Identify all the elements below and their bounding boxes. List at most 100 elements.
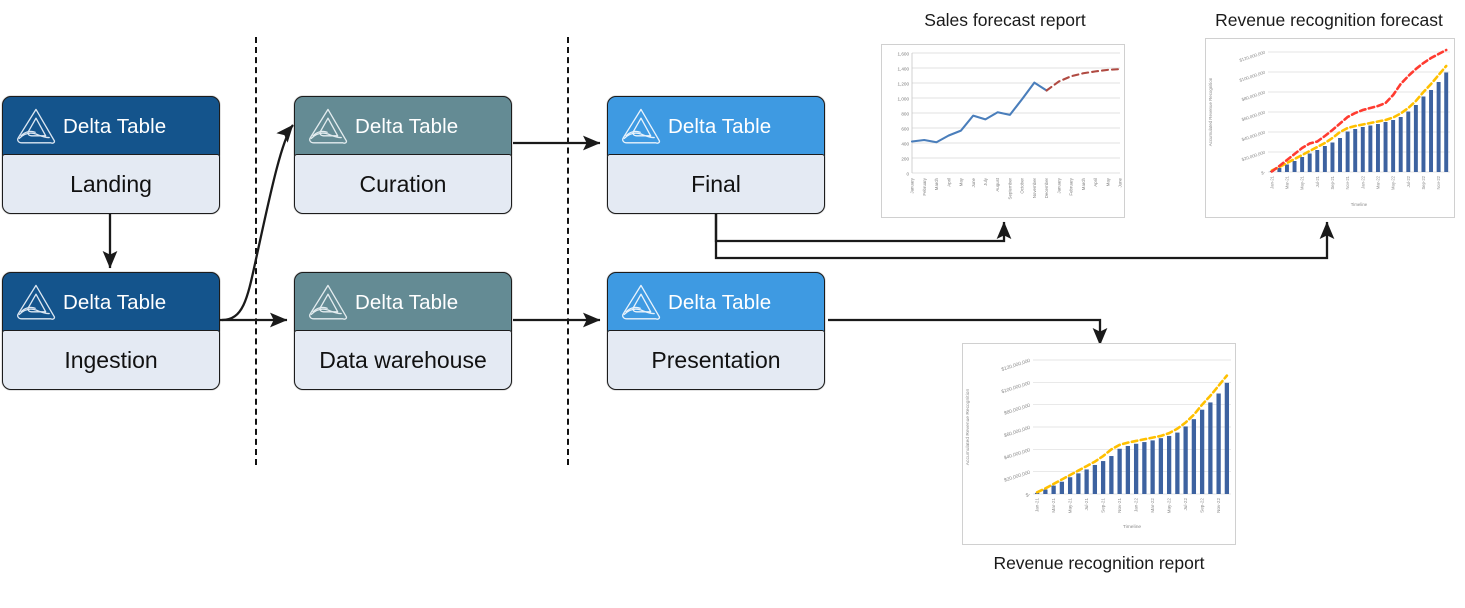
sales-forecast-title: Sales forecast report xyxy=(924,10,1086,30)
svg-text:January: January xyxy=(1056,177,1061,193)
delta-lake-logo-icon xyxy=(17,284,56,320)
svg-text:Mar-21: Mar-21 xyxy=(1284,175,1289,189)
divider-1 xyxy=(255,37,257,465)
node-curation[interactable]: Delta Table Curation xyxy=(294,96,512,214)
node-presentation-body: Presentation xyxy=(607,330,825,390)
svg-text:June: June xyxy=(971,177,976,187)
svg-text:1,000: 1,000 xyxy=(898,97,910,102)
svg-text:$80,000,000: $80,000,000 xyxy=(1241,90,1266,102)
connector-ingestion-to-curation xyxy=(221,124,294,322)
connector-presentation-to-revenue-report xyxy=(828,318,1108,346)
node-data-warehouse-header: Delta Table xyxy=(294,272,512,334)
svg-text:$120,000,000: $120,000,000 xyxy=(1239,50,1267,63)
svg-text:Timeline: Timeline xyxy=(1351,202,1368,207)
svg-text:Jan-22: Jan-22 xyxy=(1134,498,1139,512)
svg-text:1,600: 1,600 xyxy=(898,52,910,57)
svg-text:March: March xyxy=(1081,177,1086,190)
delta-lake-logo-icon xyxy=(622,284,661,320)
node-presentation-label: Presentation xyxy=(651,346,781,373)
svg-text:March: March xyxy=(934,177,939,190)
svg-text:August: August xyxy=(995,177,1000,191)
delta-lake-logo-icon xyxy=(309,284,348,320)
node-final-body: Final xyxy=(607,154,825,214)
node-curation-body: Curation xyxy=(294,154,512,214)
node-ingestion-header: Delta Table xyxy=(2,272,220,334)
svg-text:1,200: 1,200 xyxy=(898,82,910,87)
divider-2 xyxy=(567,37,569,465)
svg-text:Nov-22: Nov-22 xyxy=(1436,175,1441,189)
revenue-forecast-plot: $- $20,000,000 $40,000,000 $60,000,000 $80,0… xyxy=(1208,48,1450,207)
node-ingestion-label: Ingestion xyxy=(64,346,158,373)
node-final-label: Final xyxy=(691,170,741,197)
svg-text:February: February xyxy=(922,177,927,195)
svg-text:Mar-22: Mar-22 xyxy=(1375,175,1380,189)
node-final-header: Delta Table xyxy=(607,96,825,158)
svg-text:April: April xyxy=(946,178,951,187)
node-presentation[interactable]: Delta Table Presentation xyxy=(607,272,825,390)
node-data-warehouse-body: Data warehouse xyxy=(294,330,512,390)
node-landing-body: Landing xyxy=(2,154,220,214)
svg-text:June: June xyxy=(1118,177,1123,187)
svg-text:200: 200 xyxy=(901,157,909,162)
svg-text:July: July xyxy=(983,177,988,186)
node-curation-label: Curation xyxy=(359,170,447,197)
node-data-warehouse[interactable]: Delta Table Data warehouse xyxy=(294,272,512,390)
svg-text:$20,000,000: $20,000,000 xyxy=(1241,150,1266,162)
svg-text:November: November xyxy=(1032,177,1037,198)
svg-text:$-: $- xyxy=(1261,170,1267,176)
node-curation-header: Delta Table xyxy=(294,96,512,158)
svg-text:Sep-22: Sep-22 xyxy=(1200,498,1205,513)
svg-text:May: May xyxy=(959,177,964,186)
node-final[interactable]: Delta Table Final xyxy=(607,96,825,214)
delta-lake-logo-icon xyxy=(622,108,661,144)
svg-text:Jul-22: Jul-22 xyxy=(1406,175,1411,187)
svg-text:Jan-22: Jan-22 xyxy=(1360,175,1365,188)
svg-text:$20,000,000: $20,000,000 xyxy=(1003,469,1031,483)
svg-text:Nov-21: Nov-21 xyxy=(1117,498,1122,513)
svg-text:$40,000,000: $40,000,000 xyxy=(1241,130,1266,142)
revenue-forecast-chart[interactable]: $- $20,000,000 $40,000,000 $60,000,000 $80,0… xyxy=(1205,38,1455,218)
svg-text:May-22: May-22 xyxy=(1391,175,1396,190)
svg-text:Sep-21: Sep-21 xyxy=(1330,175,1335,189)
svg-text:$60,000,000: $60,000,000 xyxy=(1241,110,1266,122)
revenue-report-chart[interactable]: $-$20,000,000$40,000,000$60,000,000$80,0… xyxy=(962,343,1236,545)
svg-text:$60,000,000: $60,000,000 xyxy=(1003,425,1031,439)
node-landing[interactable]: Delta Table Landing xyxy=(2,96,220,214)
svg-text:$40,000,000: $40,000,000 xyxy=(1003,447,1031,461)
svg-text:September: September xyxy=(1007,177,1012,199)
node-landing-label: Landing xyxy=(70,170,152,197)
svg-text:Nov-22: Nov-22 xyxy=(1216,498,1221,513)
node-landing-header-label: Delta Table xyxy=(63,115,167,138)
svg-text:February: February xyxy=(1069,177,1074,195)
node-presentation-header-label: Delta Table xyxy=(668,291,772,314)
sales-forecast-plot: 02004006008001,0001,2001,4001,600January… xyxy=(898,52,1123,200)
svg-text:Jan-21: Jan-21 xyxy=(1269,175,1274,188)
node-landing-header: Delta Table xyxy=(2,96,220,158)
delta-lake-logo-icon xyxy=(309,108,348,144)
svg-text:Accumulated Revenue Recognitio: Accumulated Revenue Recognition xyxy=(965,389,971,466)
svg-text:May: May xyxy=(1105,177,1110,186)
svg-text:Sep-22: Sep-22 xyxy=(1421,175,1426,189)
svg-text:Jul-21: Jul-21 xyxy=(1084,498,1089,511)
svg-text:Jan-21: Jan-21 xyxy=(1035,498,1040,512)
svg-text:$120,000,000: $120,000,000 xyxy=(1001,358,1032,373)
svg-text:December: December xyxy=(1044,177,1049,198)
node-ingestion-body: Ingestion xyxy=(2,330,220,390)
svg-text:Mar-22: Mar-22 xyxy=(1150,498,1155,513)
svg-text:January: January xyxy=(910,177,915,193)
svg-text:$-: $- xyxy=(1025,492,1031,499)
node-ingestion[interactable]: Delta Table Ingestion xyxy=(2,272,220,390)
svg-text:800: 800 xyxy=(901,112,909,117)
svg-text:Sep-21: Sep-21 xyxy=(1101,498,1106,513)
svg-text:$100,000,000: $100,000,000 xyxy=(1239,70,1267,83)
svg-text:Jul-21: Jul-21 xyxy=(1315,175,1320,187)
svg-text:Timeline: Timeline xyxy=(1123,524,1142,530)
svg-text:Nov-21: Nov-21 xyxy=(1345,175,1350,189)
svg-text:400: 400 xyxy=(901,142,909,147)
svg-text:600: 600 xyxy=(901,127,909,132)
svg-text:$100,000,000: $100,000,000 xyxy=(1001,380,1032,395)
node-ingestion-header-label: Delta Table xyxy=(63,291,167,314)
svg-text:Mar-21: Mar-21 xyxy=(1051,498,1056,513)
